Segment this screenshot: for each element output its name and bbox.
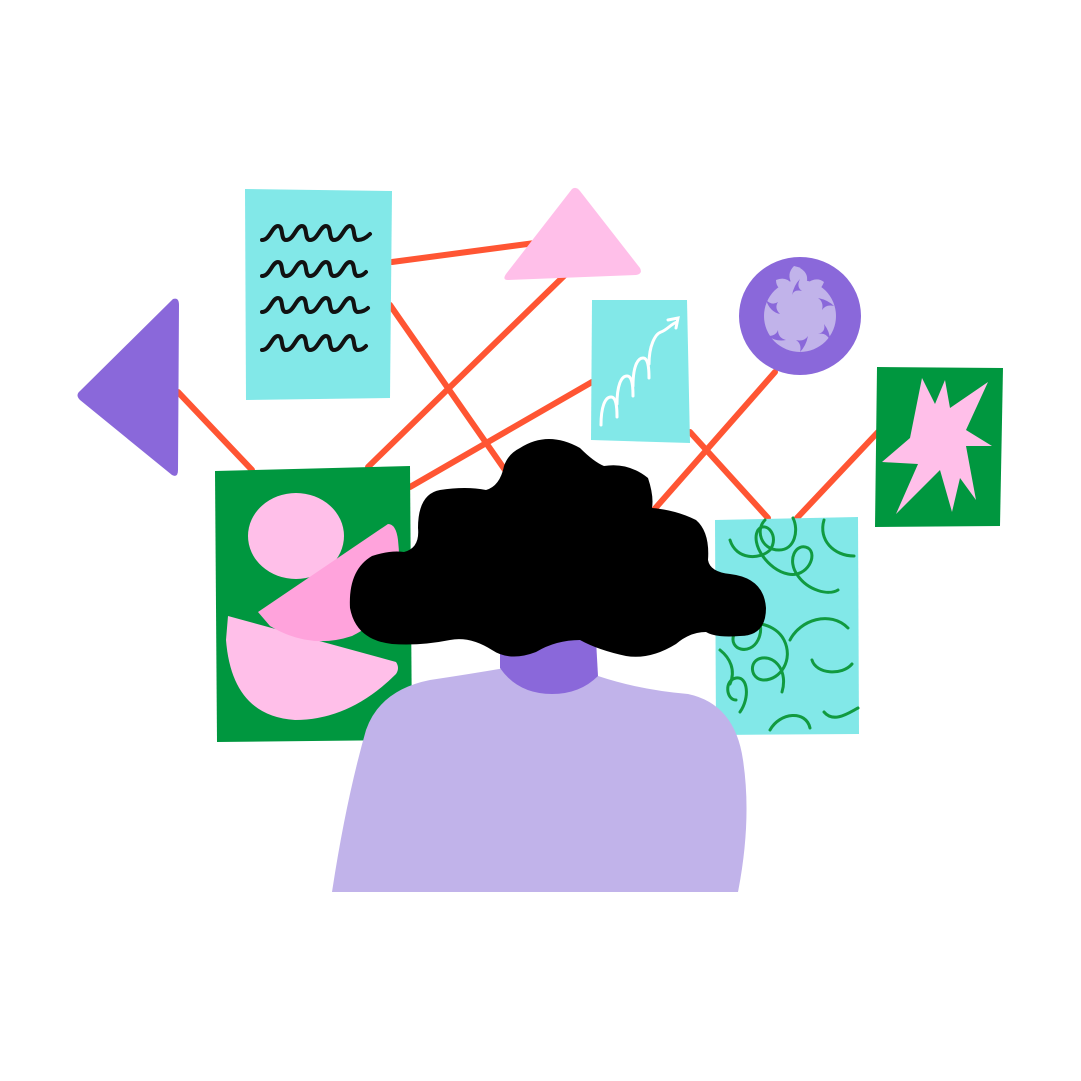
purple-triangle-icon [77, 298, 179, 476]
connector-flower-to-center [649, 369, 778, 515]
scribble-card-bg [245, 189, 392, 400]
rising-arrow-icon [599, 316, 680, 427]
pink-circle-shape [248, 493, 344, 579]
connector-arrowcard-to-swirlcard [687, 429, 771, 521]
pink-triangle-icon [504, 187, 641, 280]
green-swirls [718, 516, 860, 732]
scribble-lines [260, 223, 372, 353]
person-hair [349, 439, 766, 657]
swirl-card [715, 516, 860, 735]
flower-petal-notches [766, 279, 834, 352]
connector-triangle-to-greencard [175, 389, 255, 473]
connector-swirlcard-to-starcard [794, 429, 881, 521]
flower-circle [739, 257, 861, 375]
connector-greencard-to-arrowcard [407, 379, 595, 490]
connector-pinktriangle-to-greencard [365, 272, 568, 470]
shapes-card [215, 466, 412, 742]
person-from-behind [332, 439, 766, 892]
connector-scribblecard-to-pinktriangle [389, 240, 538, 265]
connector-lines [175, 240, 881, 521]
swirl-card-bg [715, 517, 859, 735]
scribble-card [245, 189, 392, 400]
star-card [875, 367, 1003, 527]
arrow-card [591, 300, 690, 443]
pink-half-circle-shape [226, 616, 398, 720]
person-shirt [332, 668, 747, 892]
star-burst-icon [882, 378, 992, 514]
